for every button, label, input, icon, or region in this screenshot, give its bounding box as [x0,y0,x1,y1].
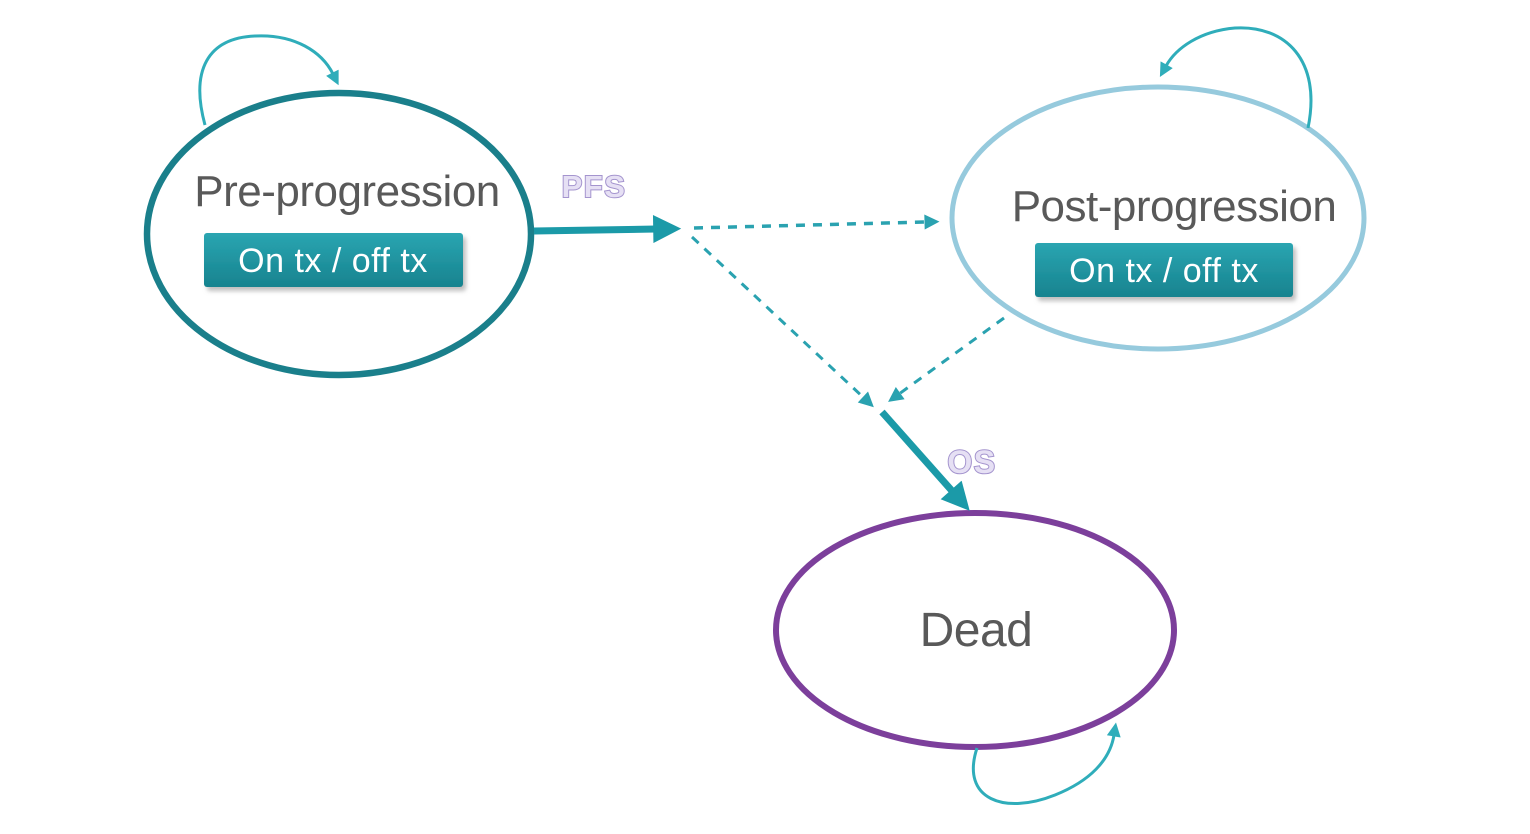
transition-label-pfs: PFS [562,169,627,204]
self-loop-post-progression [1159,26,1313,129]
badge-post-progression-treatment [1035,243,1293,297]
self-loop-dead [971,722,1121,805]
badge-pre-progression-treatment-label: On tx / off tx [238,242,428,280]
state-dead-ellipse [773,510,1177,750]
dashed-transition-pre-to-dead [690,235,874,408]
self-loop-pre-progression [198,34,339,126]
state-pre-progression-label: Pre-progression [194,167,500,216]
state-post-progression-label: Post-progression [1012,182,1337,231]
solid-transition-os [879,409,970,511]
state-dead-label: Dead [920,604,1033,657]
transition-label-os: OS [947,444,996,480]
dashed-transition-to-post-progression [693,214,940,230]
badge-pre-progression-treatment [204,233,463,287]
badge-post-progression-treatment-label: On tx / off tx [1069,252,1259,290]
solid-transition-pfs [533,215,682,244]
dashed-transition-post-to-dead [888,316,1005,402]
